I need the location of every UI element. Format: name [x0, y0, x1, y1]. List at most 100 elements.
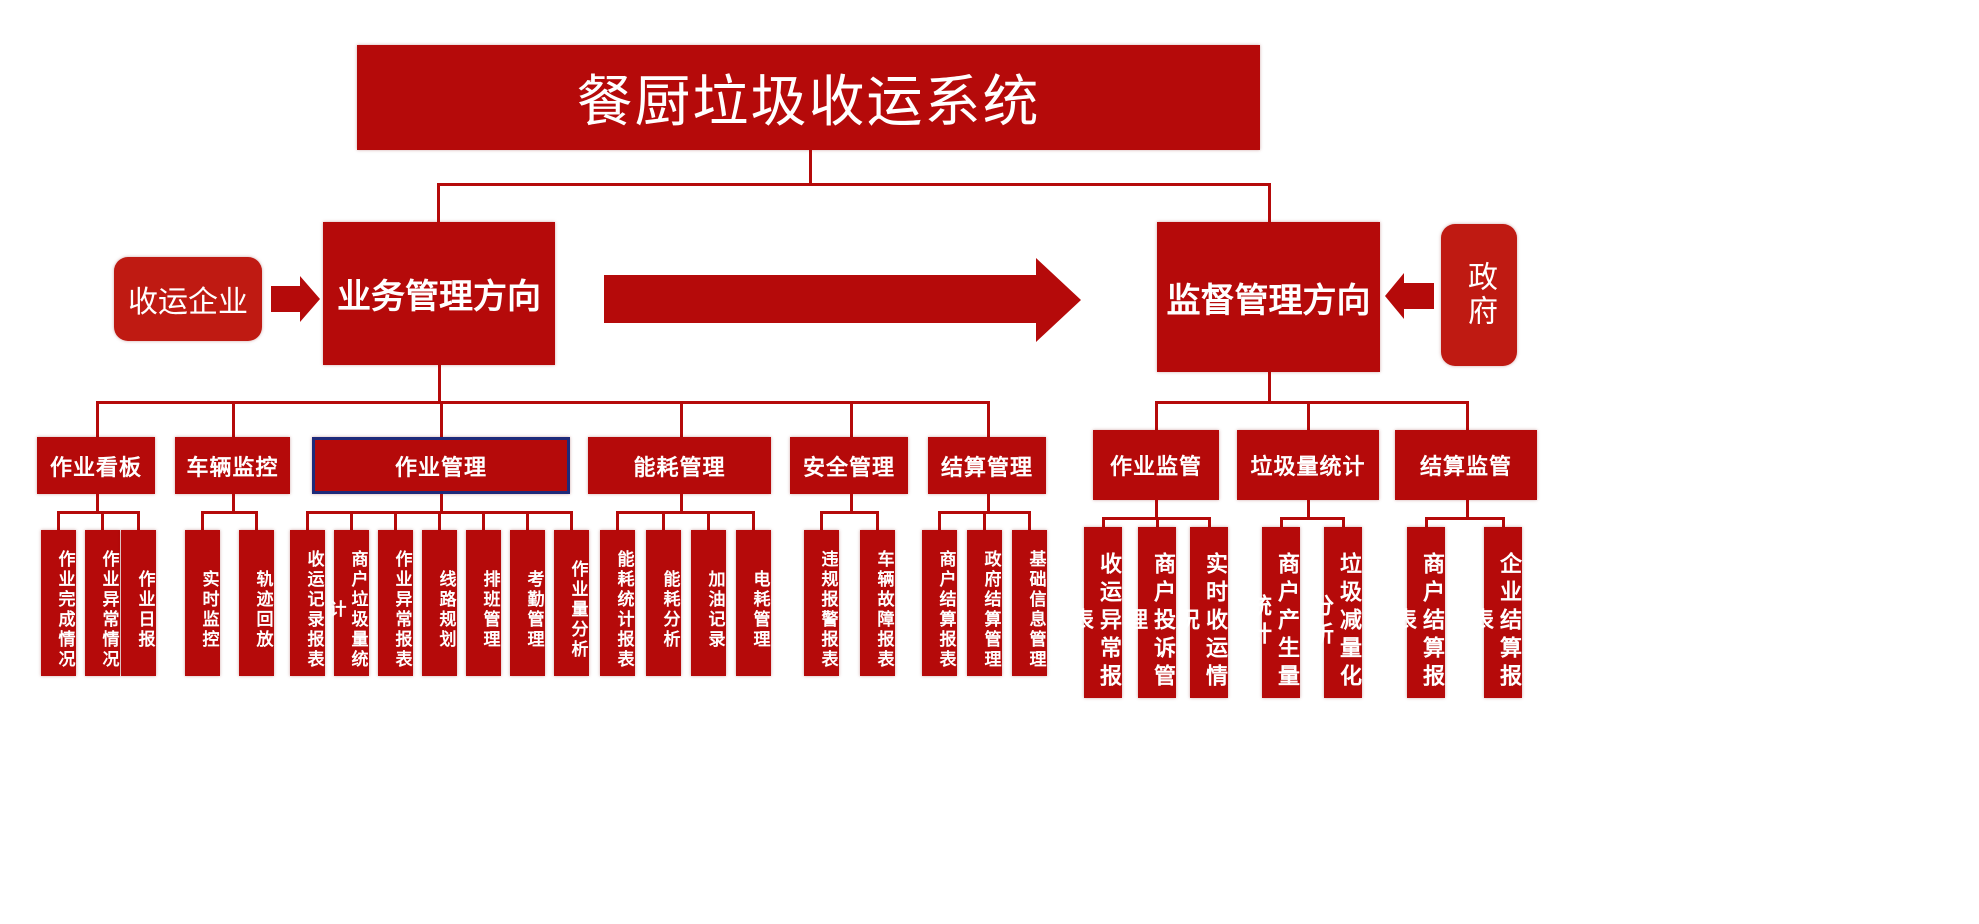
arrow-enterprise-to-business: [271, 276, 320, 322]
diagram-title: 餐厨垃圾收运系统: [357, 45, 1260, 150]
leaf-item: 排班管理: [465, 530, 501, 676]
leaf-item: 商户垃圾量统计: [326, 530, 369, 676]
connector-category-bus: [96, 401, 990, 404]
connector-to-leaf: [570, 511, 573, 530]
connector-to-leaf: [201, 511, 204, 530]
connector-bus-to-category: [1155, 401, 1158, 430]
connector-node-to-bus: [438, 365, 441, 401]
connector-to-leaf: [876, 511, 879, 530]
connector-title-bus: [437, 183, 1270, 186]
connector-to-leaf: [306, 511, 309, 530]
connector-leaf-bus: [57, 511, 140, 514]
connector-to-leaf: [1208, 517, 1211, 527]
category-box: 作业管理: [312, 437, 570, 494]
leaf-item: 考勤管理: [509, 530, 545, 676]
connector-category-to-leaves: [1466, 500, 1469, 517]
connector-bus-to-category: [1466, 401, 1469, 430]
connector-to-leaf: [57, 511, 60, 530]
connector-category-to-leaves: [680, 494, 683, 511]
connector-to-leaf: [820, 511, 823, 530]
category-box: 作业看板: [37, 437, 155, 494]
connector-to-leaf: [438, 511, 441, 530]
connector-leaf-bus: [820, 511, 879, 514]
connector-to-leaf: [1028, 511, 1031, 530]
category-box: 作业监管: [1093, 430, 1219, 500]
connector-to-leaf: [616, 511, 619, 530]
leaf-item: 作业日报: [120, 530, 156, 676]
leaf-item: 收运异常报表: [1068, 527, 1122, 698]
connector-category-to-leaves: [440, 494, 443, 511]
category-box: 结算管理: [928, 437, 1046, 494]
connector-bus-to-category: [987, 401, 990, 437]
connector-to-leaf: [101, 511, 104, 530]
connector-title-down: [809, 150, 812, 184]
category-box: 垃圾量统计: [1237, 430, 1379, 500]
connector-to-leaf: [938, 511, 941, 530]
connector-to-leaf: [482, 511, 485, 530]
connector-bus-to-category: [440, 401, 443, 437]
connector-leaf-bus: [201, 511, 258, 514]
connector-to-leaf: [394, 511, 397, 530]
leaf-item: 实时监控: [184, 530, 220, 676]
leaf-item: 基础信息管理: [1011, 530, 1047, 676]
leaf-item: 企业结算报表: [1468, 527, 1522, 698]
leaf-item: 违规报警报表: [803, 530, 839, 676]
connector-leaf-bus: [616, 511, 755, 514]
connector-category-to-leaves: [96, 494, 99, 511]
connector-to-business: [437, 183, 440, 223]
connector-to-leaf: [255, 511, 258, 530]
connector-to-leaf: [1425, 517, 1428, 527]
flow-arrow-label: 选择性透传部分数据: [692, 285, 945, 318]
connector-category-to-leaves: [987, 494, 990, 511]
connector-category-bus: [1155, 401, 1469, 404]
connector-bus-to-category: [96, 401, 99, 437]
leaf-item: 作业异常报表: [377, 530, 413, 676]
connector-to-leaf: [1280, 517, 1283, 527]
connector-to-leaf: [662, 511, 665, 530]
leaf-item: 能耗分析: [645, 530, 681, 676]
leaf-item: 电耗管理: [735, 530, 771, 676]
leaf-item: 实时收运情况: [1174, 527, 1228, 698]
connector-to-leaf: [350, 511, 353, 530]
connector-bus-to-category: [850, 401, 853, 437]
source-government: 政府: [1441, 224, 1517, 366]
arrow-government-to-supervision: [1385, 273, 1434, 319]
category-box: 结算监管: [1395, 430, 1537, 500]
connector-category-to-leaves: [1307, 500, 1310, 517]
leaf-item: 收运记录报表: [289, 530, 325, 676]
connector-to-leaf: [1156, 517, 1159, 527]
category-box: 车辆监控: [175, 437, 290, 494]
connector-bus-to-category: [232, 401, 235, 437]
business-management-node: 业务管理方向: [323, 222, 555, 365]
connector-to-supervision: [1268, 183, 1271, 223]
connector-to-leaf: [752, 511, 755, 530]
connector-category-to-leaves: [232, 494, 235, 511]
leaf-item: 商户结算报表: [1391, 527, 1445, 698]
connector-category-to-leaves: [850, 494, 853, 511]
leaf-item: 商户产生量统计: [1246, 527, 1300, 698]
leaf-item: 轨迹回放: [238, 530, 274, 676]
connector-node-to-bus: [1268, 372, 1271, 401]
connector-to-leaf: [707, 511, 710, 530]
leaf-item: 垃圾减量化分析: [1308, 527, 1362, 698]
leaf-item: 车辆故障报表: [859, 530, 895, 676]
connector-category-to-leaves: [1155, 500, 1158, 517]
connector-to-leaf: [526, 511, 529, 530]
connector-leaf-bus: [1280, 517, 1345, 520]
connector-to-leaf: [1502, 517, 1505, 527]
connector-bus-to-category: [1307, 401, 1310, 430]
leaf-item: 商户结算报表: [921, 530, 957, 676]
leaf-item: 政府结算管理: [966, 530, 1002, 676]
source-enterprise: 收运企业: [114, 257, 262, 341]
leaf-item: 作业异常情况: [84, 530, 120, 676]
leaf-item: 能耗统计报表: [599, 530, 635, 676]
connector-to-leaf: [983, 511, 986, 530]
connector-to-leaf: [1342, 517, 1345, 527]
leaf-item: 线路规划: [421, 530, 457, 676]
leaf-item: 商户投诉管理: [1122, 527, 1176, 698]
connector-leaf-bus: [1425, 517, 1505, 520]
leaf-item: 作业量分析: [553, 530, 589, 676]
category-box: 能耗管理: [588, 437, 771, 494]
category-box: 安全管理: [790, 437, 908, 494]
